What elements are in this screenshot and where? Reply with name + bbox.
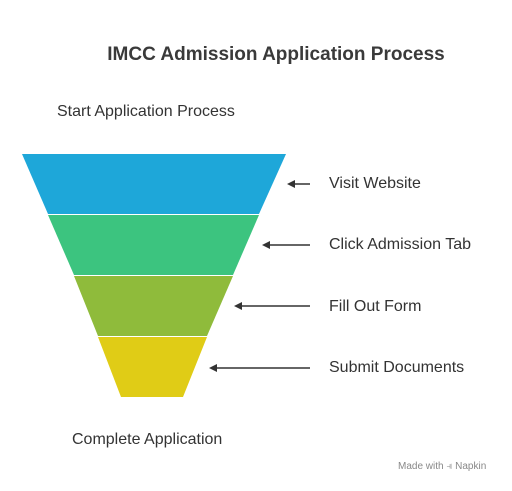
- step-label-click-admission-tab: Click Admission Tab: [329, 236, 471, 253]
- funnel-segment-visit-website: [22, 154, 286, 214]
- funnel-segment-submit-documents: [98, 337, 207, 397]
- step-label-visit-website: Visit Website: [329, 175, 421, 192]
- funnel-segment-click-admission-tab: [48, 215, 259, 275]
- start-label: Start Application Process: [57, 103, 235, 120]
- end-label: Complete Application: [72, 431, 223, 448]
- arrow-fill-out-form: [234, 302, 310, 310]
- credit-made-with: Made with: [398, 461, 444, 472]
- step-label-submit-documents: Submit Documents: [329, 359, 465, 376]
- credit-brand: Napkin: [455, 461, 487, 472]
- diagram-title: IMCC Admission Application Process: [107, 44, 445, 65]
- made-with-napkin-credit: Made with ⫣ Napkin: [398, 461, 486, 472]
- napkin-logo-icon: ⫣: [446, 461, 453, 472]
- step-label-fill-out-form: Fill Out Form: [329, 298, 422, 315]
- arrow-submit-documents: [209, 364, 310, 372]
- arrow-visit-website: [287, 180, 310, 188]
- arrow-click-admission-tab: [262, 241, 310, 249]
- funnel-segment-fill-out-form: [74, 276, 233, 336]
